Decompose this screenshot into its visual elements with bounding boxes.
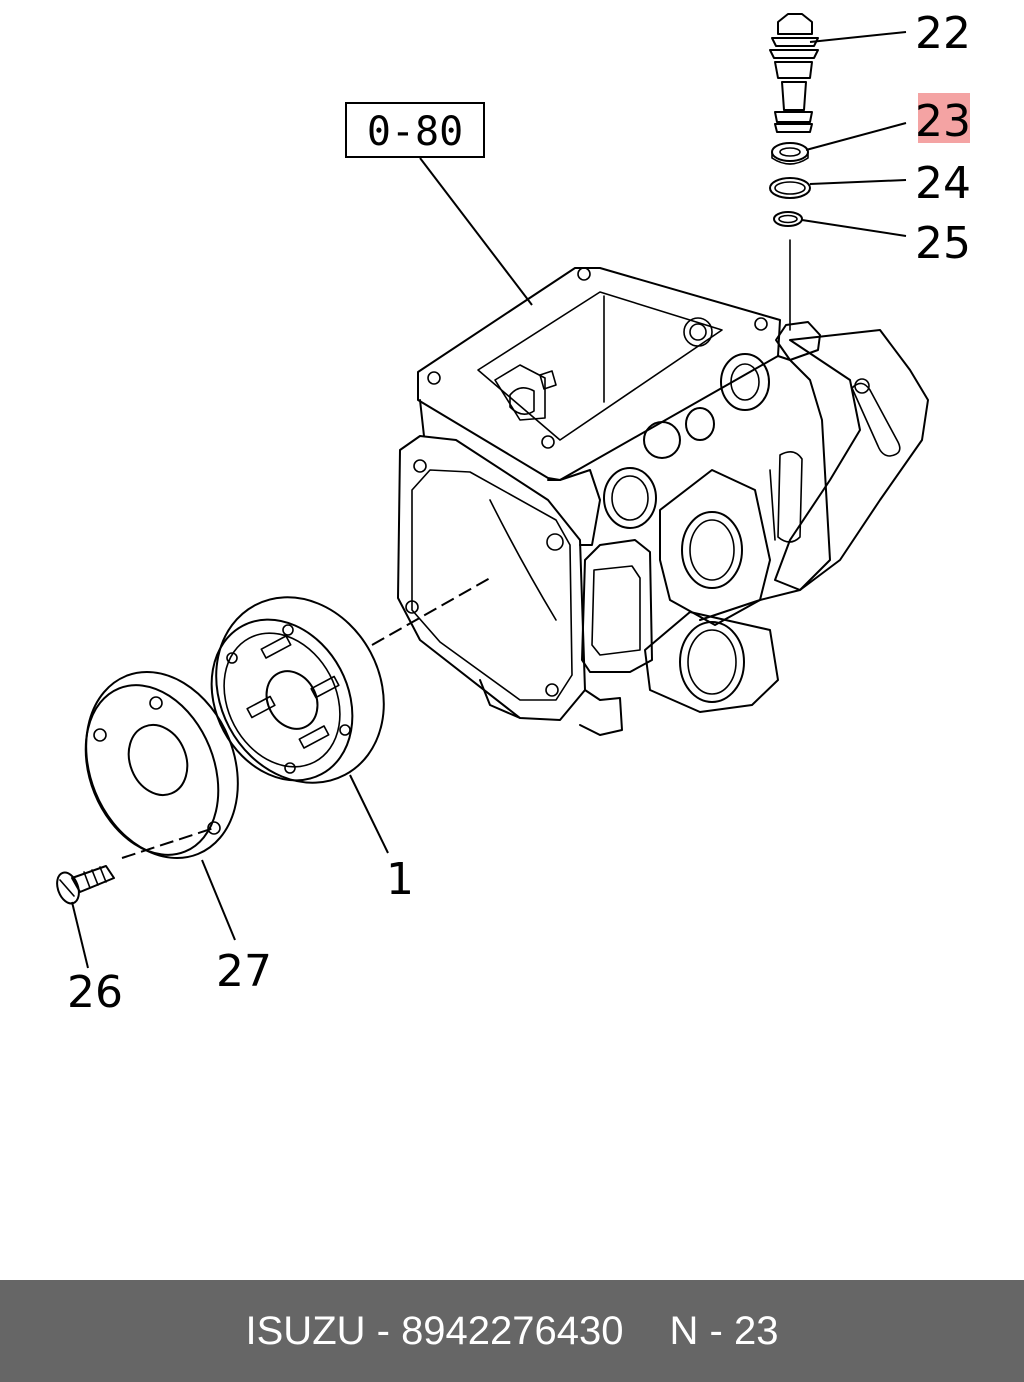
leader-25: [801, 219, 907, 237]
screw-axis-line: [121, 827, 215, 859]
callout-23[interactable]: 23: [915, 96, 971, 147]
footer-page-ref: N - 23: [669, 1308, 779, 1353]
part-o-ring-large[interactable]: [769, 177, 811, 199]
part-o-ring-small[interactable]: [773, 211, 803, 227]
callout-23-highlight: [918, 93, 970, 143]
hub-axis-line: [371, 577, 491, 646]
parts-diagram: 0-80: [53, 8, 971, 1018]
callout-24[interactable]: 24: [915, 158, 971, 209]
part-screw[interactable]: [53, 865, 115, 906]
leader-26: [71, 901, 89, 969]
pump-housing: [397, 239, 929, 736]
callout-25[interactable]: 25: [915, 218, 971, 269]
leader-27: [201, 859, 236, 941]
reference-leader: [419, 157, 533, 306]
callout-26[interactable]: 26: [67, 967, 123, 1018]
leader-22: [809, 31, 907, 43]
leader-1: [349, 774, 389, 854]
footer-bar: ISUZU - 8942276430 N - 23: [0, 1280, 1024, 1382]
part-valve[interactable]: [769, 13, 819, 133]
callout-27[interactable]: 27: [216, 946, 272, 997]
reference-label: 0-80: [367, 109, 463, 155]
part-clip-ring[interactable]: [771, 142, 809, 165]
leader-23: [805, 122, 907, 151]
leader-24: [809, 179, 907, 185]
part-coupling-hub[interactable]: [184, 568, 415, 813]
footer-part-number: ISUZU - 8942276430: [245, 1308, 624, 1353]
reference-box[interactable]: 0-80: [345, 102, 485, 158]
part-plate[interactable]: [59, 649, 264, 881]
callout-22[interactable]: 22: [915, 8, 971, 59]
callout-1[interactable]: 1: [386, 854, 414, 905]
